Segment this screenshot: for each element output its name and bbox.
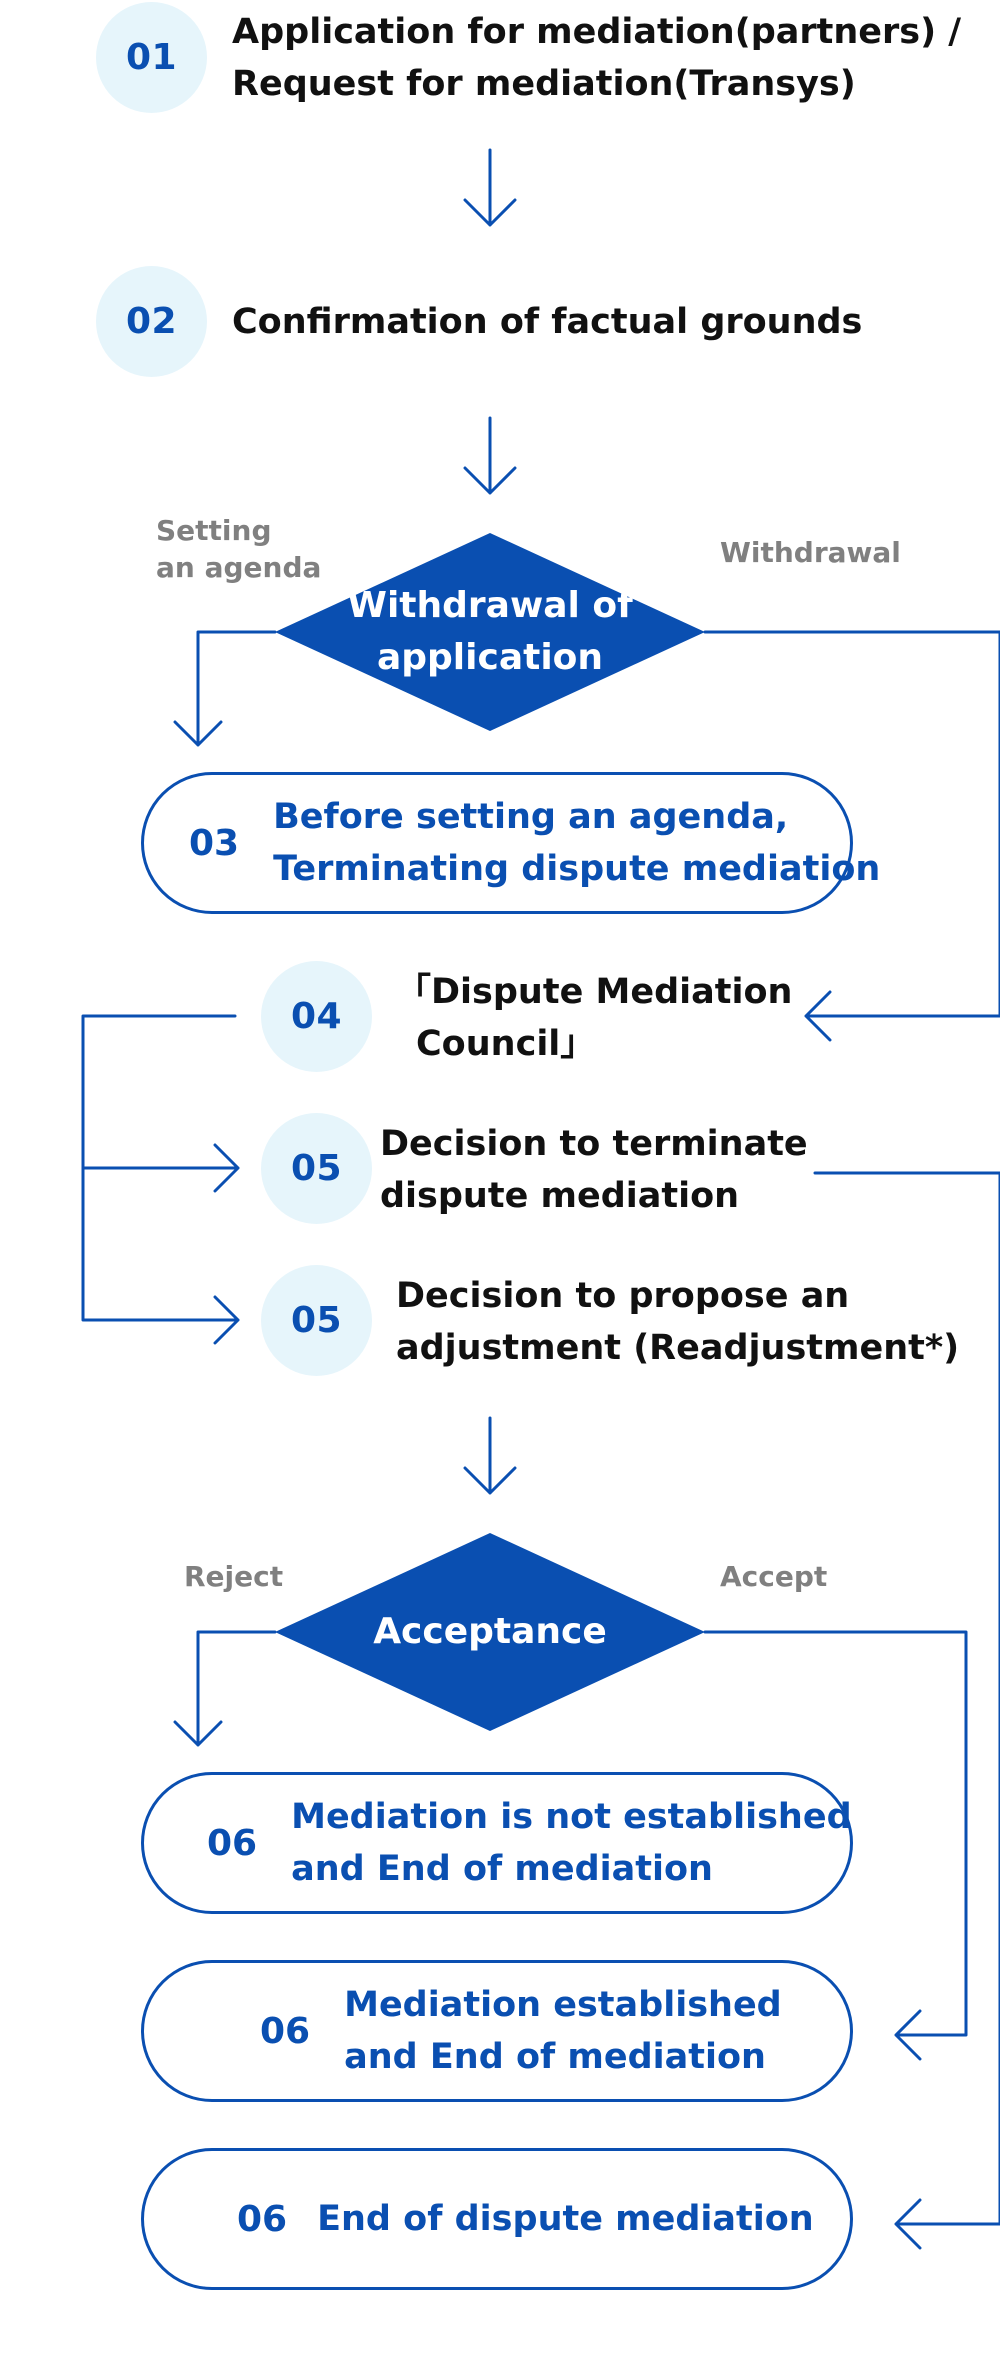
outcome-06c-line1: End of dispute mediation	[317, 2199, 814, 2239]
outcome-03-line1: Before setting an agenda,	[273, 797, 789, 837]
outcome-03-line2: Terminating dispute mediation	[273, 849, 881, 889]
branch-label-withdrawal: Withdrawal	[720, 536, 901, 569]
outcome-03-pill: 03 Before setting an agenda, Terminating…	[141, 772, 880, 914]
outcome-06a-number: 06	[207, 1822, 258, 1864]
outcome-06b-line2: and End of mediation	[344, 2037, 766, 2077]
outcome-06c-number: 06	[237, 2198, 288, 2240]
outcome-03-number: 03	[189, 822, 240, 864]
outcome-06b-number: 06	[260, 2010, 311, 2052]
arrow-05-acceptance	[463, 1416, 517, 1495]
arrow-01-02	[463, 148, 517, 227]
step-04-line2: Council」	[416, 1024, 596, 1064]
step-05a-number: 05	[261, 1113, 372, 1224]
step-05b-line2: adjustment (Readjustment*)	[396, 1328, 960, 1368]
decision-withdrawal-label: Withdrawal of application	[290, 580, 690, 684]
step-05b-label: Decision to propose an adjustment (Readj…	[396, 1270, 959, 1374]
decision-withdrawal-line1: Withdrawal of	[347, 585, 633, 626]
arrow-05-end	[813, 1171, 1000, 2250]
decision-diamond-withdrawal	[275, 533, 705, 731]
step-02-line1: Confirmation of factual grounds	[232, 302, 863, 342]
outcome-06c-label: End of dispute mediation	[317, 2193, 814, 2245]
decision-acceptance-label: Acceptance	[373, 1611, 607, 1652]
arrow-reject	[173, 1630, 277, 1747]
step-05a-line1: Decision to terminate	[380, 1124, 808, 1164]
outcome-06c-pill: 06 End of dispute mediation	[141, 2148, 853, 2290]
branch-label-accept: Accept	[720, 1560, 828, 1593]
arrow-accept	[703, 1630, 968, 2061]
step-04-number: 04	[261, 961, 372, 1072]
outcome-06b-line1: Mediation established	[344, 1985, 782, 2025]
step-04-line1: 「Dispute Mediation	[396, 972, 793, 1012]
branch-label-setting-line1: Setting	[156, 514, 272, 547]
outcome-06b-pill: 06 Mediation established and End of medi…	[141, 1960, 853, 2102]
branch-label-reject: Reject	[184, 1560, 284, 1593]
step-01-line1: Application for mediation(partners) /	[232, 12, 962, 52]
outcome-06a-line1: Mediation is not established	[291, 1797, 852, 1837]
arrow-decision-03	[173, 630, 277, 747]
arrow-02-decision	[463, 416, 517, 495]
step-02-label: Confirmation of factual grounds	[232, 296, 862, 348]
step-04-label: 「Dispute Mediation Council」	[396, 966, 792, 1070]
decision-diamond-acceptance	[275, 1533, 705, 1731]
outcome-06a-label: Mediation is not established and End of …	[291, 1791, 852, 1895]
step-05b-line1: Decision to propose an	[396, 1276, 850, 1316]
outcome-06a-line2: and End of mediation	[291, 1849, 713, 1889]
step-02-number: 02	[96, 266, 207, 377]
branch-label-setting-agenda: Setting an agenda	[156, 512, 321, 586]
outcome-03-label: Before setting an agenda, Terminating di…	[273, 791, 880, 895]
step-05a-label: Decision to terminate dispute mediation	[380, 1118, 808, 1222]
arrow-04-05	[81, 1014, 240, 1345]
step-01-line2: Request for mediation(Transys)	[232, 64, 856, 104]
outcome-06a-pill: 06 Mediation is not established and End …	[141, 1772, 853, 1914]
step-05b-number: 05	[261, 1265, 372, 1376]
step-01-number: 01	[96, 2, 207, 113]
branch-label-setting-line2: an agenda	[156, 551, 322, 584]
step-01-label: Application for mediation(partners) / Re…	[232, 6, 961, 110]
outcome-06b-label: Mediation established and End of mediati…	[344, 1979, 782, 2083]
arrow-decision-04	[703, 630, 1000, 1042]
decision-withdrawal-line2: application	[376, 637, 604, 678]
step-05a-line2: dispute mediation	[380, 1176, 740, 1216]
